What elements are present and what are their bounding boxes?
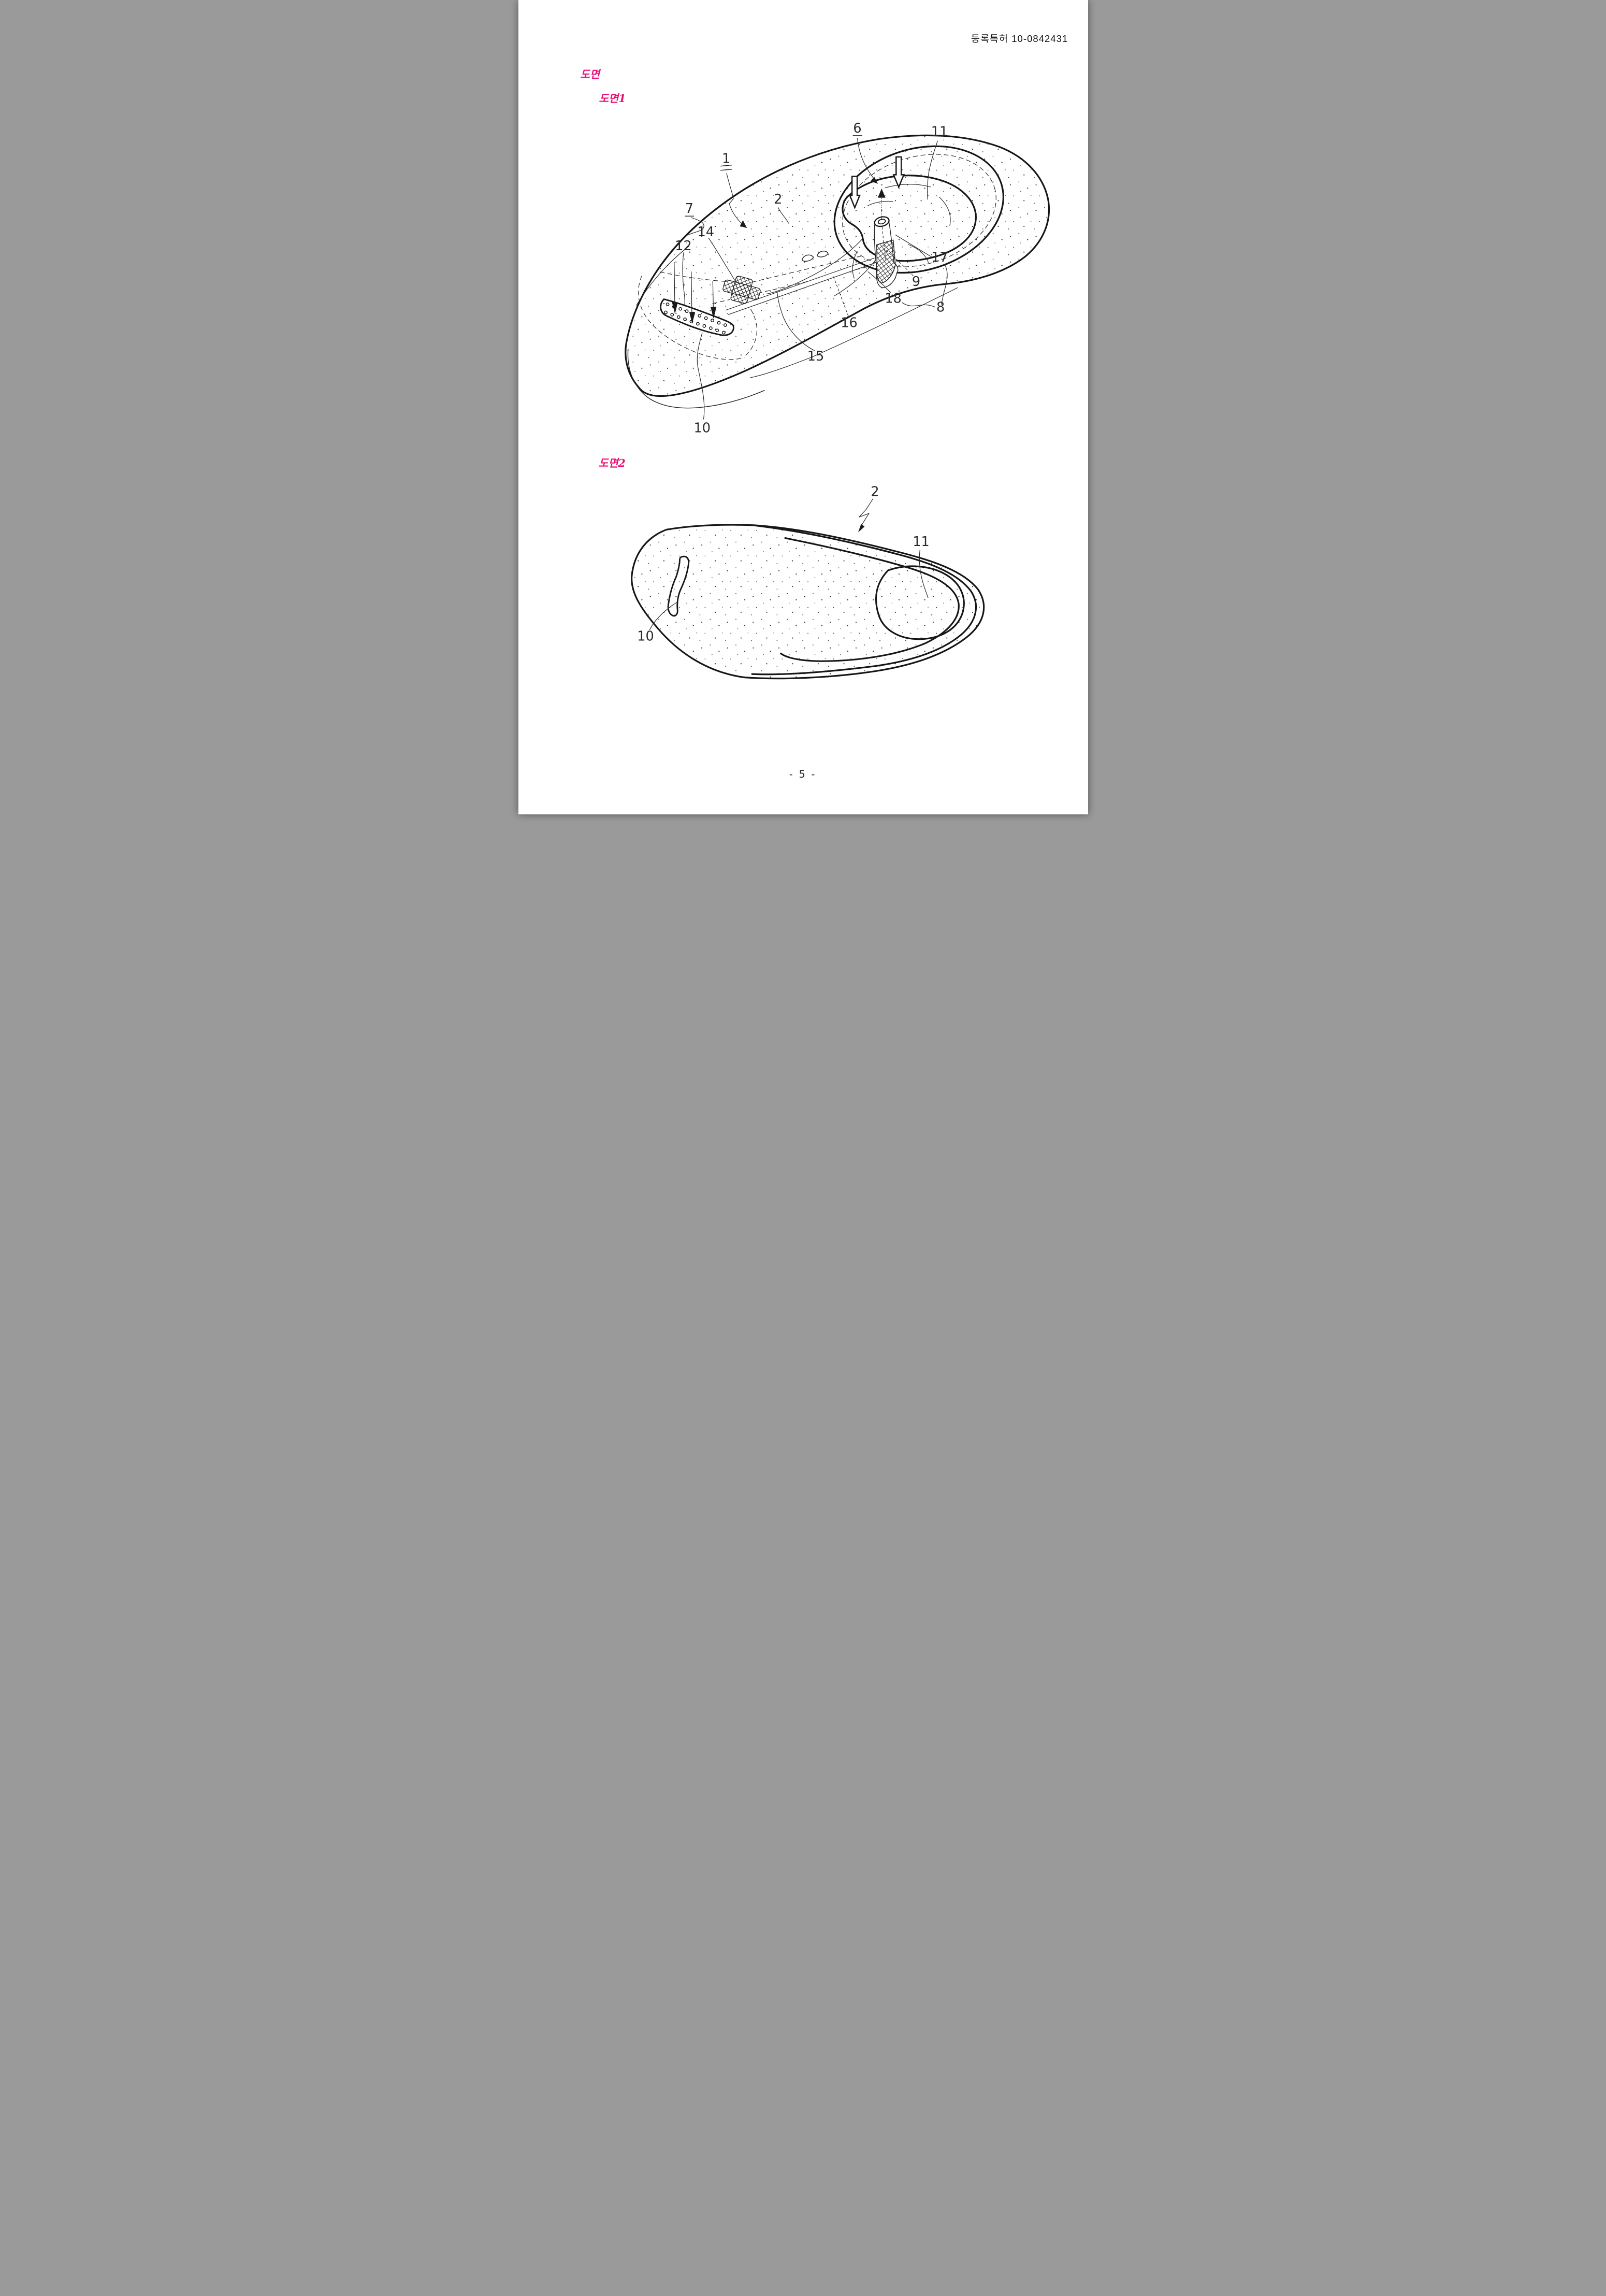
airflow-up-arrow [877,188,886,220]
fig1-vent-clip-b [816,250,829,257]
fig2-label-2-leader-lightning [858,498,873,527]
label-6-arrowhead [870,177,878,184]
fig1-heelcup-hidden-rim-dashed [842,154,996,267]
fig1-label-15: 15 [807,349,823,364]
fig2-label-10: 10 [637,629,654,644]
label-18-leader [867,271,891,293]
fig1-valve-assembly [874,216,898,289]
fig1-labels: 1 2 6 7 11 12 14 10 15 16 18 9 17 8 [675,121,948,436]
fig1-label-2: 2 [774,192,782,207]
fig1-air-tube-edge-a [725,257,875,311]
fig1-label-6: 6 [853,121,861,136]
fig2-leaders [649,498,929,630]
fig2-labels: 2 11 10 [637,484,930,644]
fig1-heelcup-outer-rim [833,145,1004,274]
fig2-insole-stipple [631,525,984,679]
figure1-caption: 도면1 [599,92,626,105]
fig1-label-12: 12 [675,238,691,254]
fig1-bottom-parallel-line [750,287,958,378]
fig1-heelcup-inner-wall [841,175,977,262]
fig1-pocket-dashed-right [744,302,757,357]
press-arrow-b [689,271,695,324]
fig2-heel-opening [875,565,965,640]
page-canvas: 등록특허 10-0842431 도면 도면1 도면2 - 5 - [580,33,1067,780]
fig2-label-10-leader [649,601,678,630]
label-2-leader [777,207,789,224]
fig1-cup-crease-4 [907,244,929,263]
fig1-label-1-underline-a [720,164,732,167]
fig2-label-11: 11 [913,534,929,550]
fig1-label-11: 11 [931,124,947,139]
label-9-leader-dashed [885,250,914,277]
fig1-vent-clip-a [801,254,814,262]
fig1-insole-stipple [625,135,1049,396]
valve-right-edge [888,222,894,264]
fig1-air-tube-body [725,258,876,315]
figure1-drawing: 1 2 6 7 11 12 14 10 15 16 18 9 17 8 [624,121,1050,436]
label-7-brace [686,217,704,236]
label-12-leader [682,252,685,305]
fig1-pad-holes-row2-inner [664,311,725,334]
fig1-label-18: 18 [885,291,901,307]
fig1-arch-sweep-line [766,238,863,295]
fig1-pocket-dashed-loop [638,275,744,360]
fig1-label-14: 14 [697,224,714,240]
fig2-label-11-leader [919,549,929,598]
fig1-cup-crease-5 [852,250,858,279]
fig1-toe-ridge-line [635,246,689,306]
page-number: - 5 - [789,768,816,780]
fig1-label-17: 17 [931,250,948,265]
label-1-arrowhead [740,220,747,228]
fig1-insole-outline [624,134,1050,397]
fig1-cup-crease-3 [867,200,893,206]
fig1-label-7: 7 [685,201,693,217]
fig1-label-8: 8 [936,300,945,315]
fig1-throat-sweep-line [834,256,878,296]
label-1-leader-zigzag [726,173,744,226]
fig1-cup-crease-2 [938,196,951,226]
fig1-cup-crease-1 [885,184,931,189]
fig1-crosshatch-pad [722,275,761,304]
pressure-down-arrow-left [848,176,861,210]
fig1-air-tube-edge-b [728,262,876,315]
label-10-leader [697,332,704,420]
fig2-cup-rim-line [779,537,960,662]
press-arrow-a [672,262,678,314]
fig2-insole-outline [630,524,985,680]
patent-number-header: 등록특허 10-0842431 [971,33,1067,44]
figure2-drawing: 2 11 10 [630,484,985,680]
label-15-leader [776,291,815,351]
fig1-label-9: 9 [911,274,920,290]
fig2-label-2: 2 [871,484,879,500]
press-arrow-c [710,281,716,319]
fig2-heel-band-line [751,524,977,676]
fig1-label-10: 10 [693,420,710,436]
figure2-caption: 도면2 [598,457,625,469]
fig2-label-2-arrowhead [858,523,864,533]
valve-centerline-dashed [881,227,886,261]
fig1-sole-thickness-edge [627,349,765,409]
label-8-to-17-curve [941,264,948,305]
patent-document-page: 등록특허 10-0842431 도면 도면1 도면2 - 5 - [518,0,1088,815]
fig2-toe-slot [667,555,689,617]
fig1-label-1-underline-b [720,168,732,171]
fig1-leaders [682,137,948,420]
valve-bottom-scallop [876,263,898,289]
label-11-leader [927,140,938,200]
fig1-label-1: 1 [722,151,730,166]
fig1-perforated-pad [659,298,734,336]
label-17-leader [895,234,932,258]
label-14-leader [707,237,737,283]
label-8-to-18-curve [901,302,935,308]
valve-left-edge [874,224,877,270]
pressure-down-arrow-right [892,156,905,189]
fig1-label-16: 16 [841,315,857,331]
drawings-section-title: 도면 [580,68,601,80]
valve-top-bore [877,219,886,225]
